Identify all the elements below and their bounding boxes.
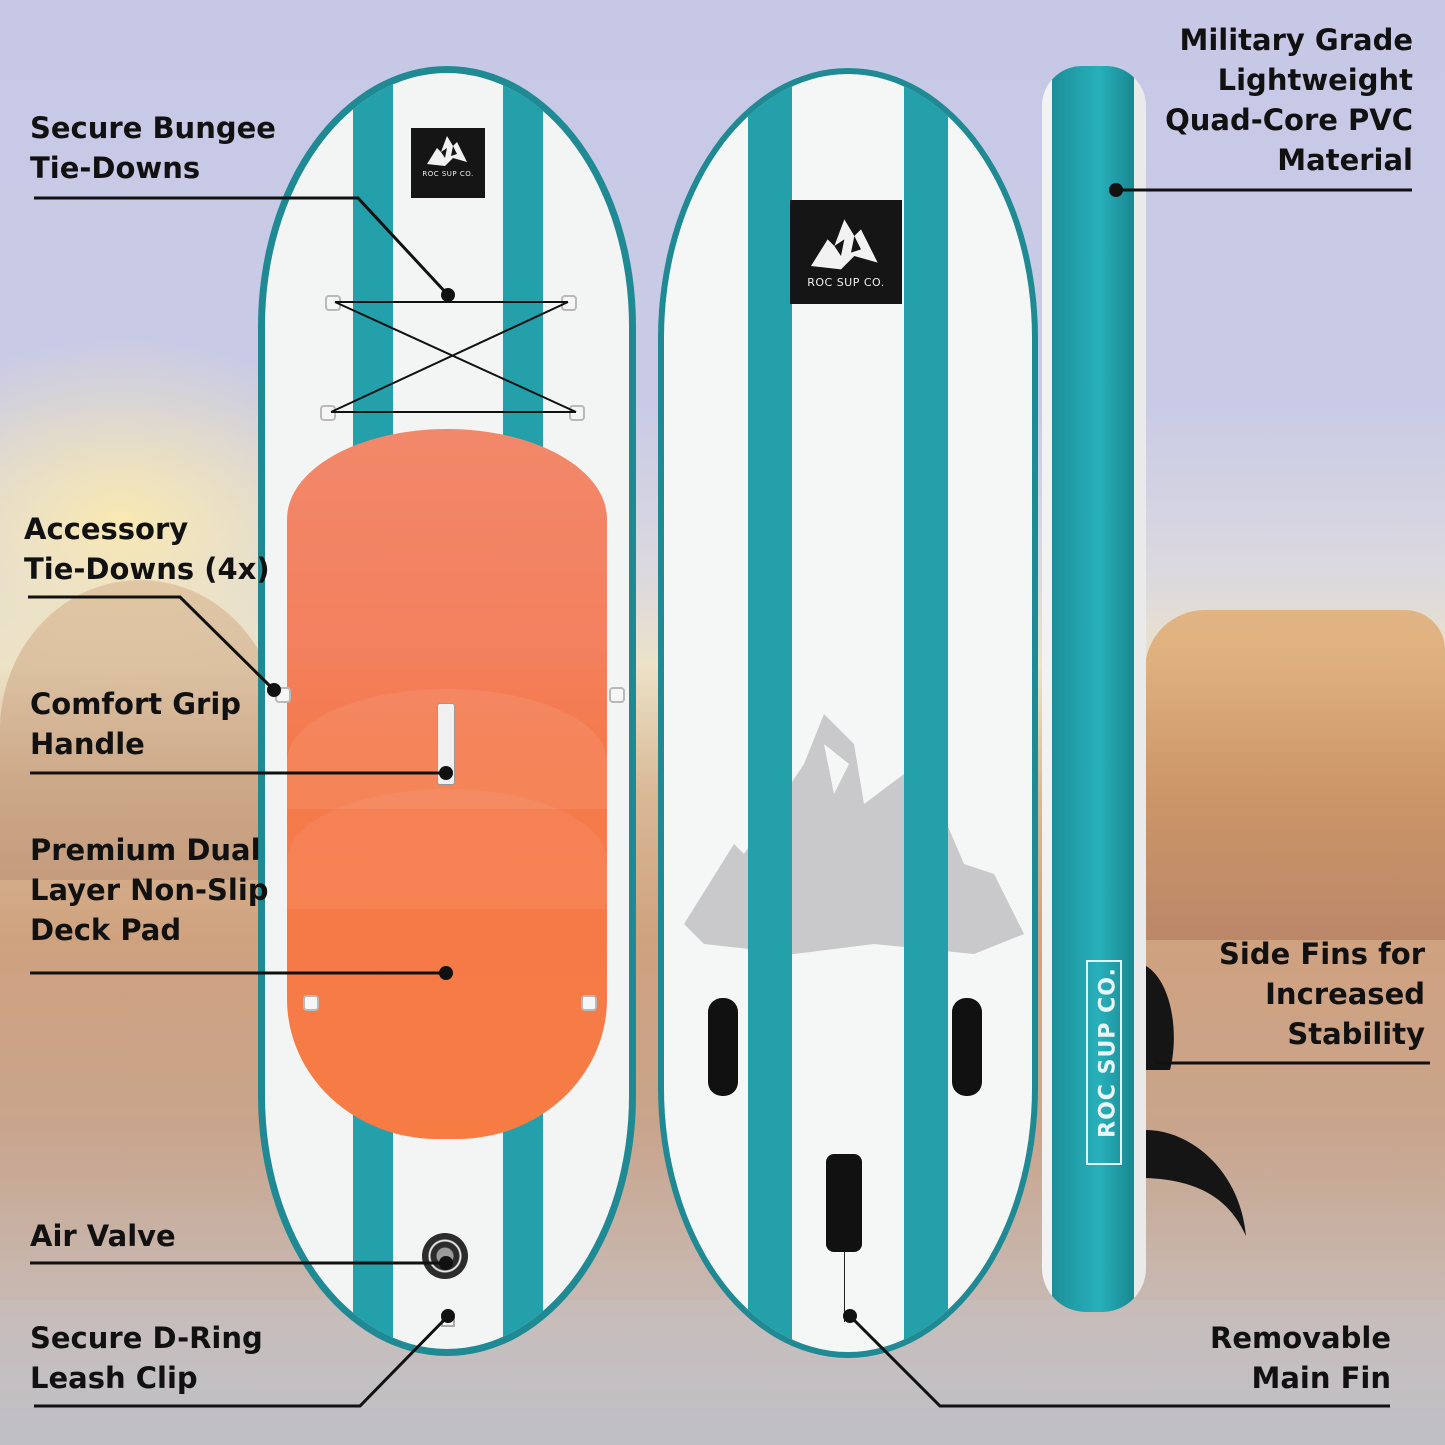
callout-text: Main Fin (1251, 1361, 1391, 1395)
callout-text: Material (1277, 143, 1413, 177)
board-top-view: ROC SUP CO. (258, 66, 636, 1356)
callout-main-fin: Removable Main Fin (1210, 1318, 1391, 1398)
accessory-tie-down (609, 687, 625, 703)
callout-text: Stability (1287, 1017, 1425, 1051)
callout-air-valve: Air Valve (30, 1216, 176, 1256)
callout-bungee-tie-downs: Secure Bungee Tie-Downs (30, 108, 276, 188)
callout-text: Lightweight (1217, 63, 1413, 97)
teal-stripe (904, 74, 948, 1352)
callout-text: Layer Non-Slip (30, 873, 269, 907)
accessory-tie-down (581, 995, 597, 1011)
callout-text: Handle (30, 727, 145, 761)
callout-text: Side Fins for (1219, 937, 1425, 971)
callout-text: Quad-Core PVC (1165, 103, 1413, 137)
main-fin-box (826, 1154, 862, 1252)
air-valve (422, 1233, 468, 1279)
callout-comfort-grip-handle: Comfort Grip Handle (30, 684, 241, 764)
side-fin-box (952, 998, 982, 1096)
callout-text: Deck Pad (30, 913, 182, 947)
callout-deck-pad: Premium Dual Layer Non-Slip Deck Pad (30, 830, 269, 950)
brand-logo-text: ROC SUP CO. (807, 276, 885, 289)
bungee-cords (330, 301, 577, 413)
callout-text: Air Valve (30, 1219, 176, 1253)
callout-text: Premium Dual (30, 833, 261, 867)
callout-text: Secure Bungee (30, 111, 276, 145)
callout-text: Military Grade (1179, 23, 1413, 57)
callout-text: Accessory (24, 512, 189, 546)
callout-text: Tie-Downs (30, 151, 201, 185)
callout-text: Tie-Downs (4x) (24, 552, 270, 586)
accessory-tie-down (303, 995, 319, 1011)
side-fin-box (708, 998, 738, 1096)
background-water-reflection (0, 1300, 1445, 1445)
brand-logo-text: ROC SUP CO. (422, 170, 474, 178)
callout-text: Removable (1210, 1321, 1391, 1355)
brand-logo-badge: ROC SUP CO. (411, 128, 485, 198)
fin-box-line (844, 1252, 845, 1322)
callout-accessory-tie-downs: Accessory Tie-Downs (4x) (24, 509, 270, 589)
board-side-view (1042, 66, 1146, 1312)
main-fin-icon (1146, 1130, 1246, 1236)
brand-logo-badge: ROC SUP CO. (790, 200, 902, 304)
teal-stripe (748, 74, 792, 1352)
callout-text: Increased (1265, 977, 1425, 1011)
mountain-logo-icon (427, 136, 467, 166)
callout-text: Secure D-Ring (30, 1321, 263, 1355)
mountain-logo-icon (811, 219, 878, 270)
deck-pad-layer (287, 789, 607, 909)
fins-side (1146, 966, 1246, 1236)
callout-text: Leash Clip (30, 1361, 198, 1395)
carry-handle (437, 703, 455, 785)
background-mountain-left (0, 580, 280, 880)
side-brand-badge: ROC SUP CO. (1086, 960, 1122, 1165)
board-bottom-view: ROC SUP CO. (658, 68, 1038, 1358)
callout-side-fins: Side Fins for Increased Stability (1219, 934, 1425, 1054)
side-fin-icon (1146, 966, 1174, 1070)
background-mesa-right (1145, 610, 1445, 940)
callout-text: Comfort Grip (30, 687, 242, 721)
callout-d-ring-leash-clip: Secure D-Ring Leash Clip (30, 1318, 263, 1398)
callout-material: Military Grade Lightweight Quad-Core PVC… (1165, 20, 1413, 180)
